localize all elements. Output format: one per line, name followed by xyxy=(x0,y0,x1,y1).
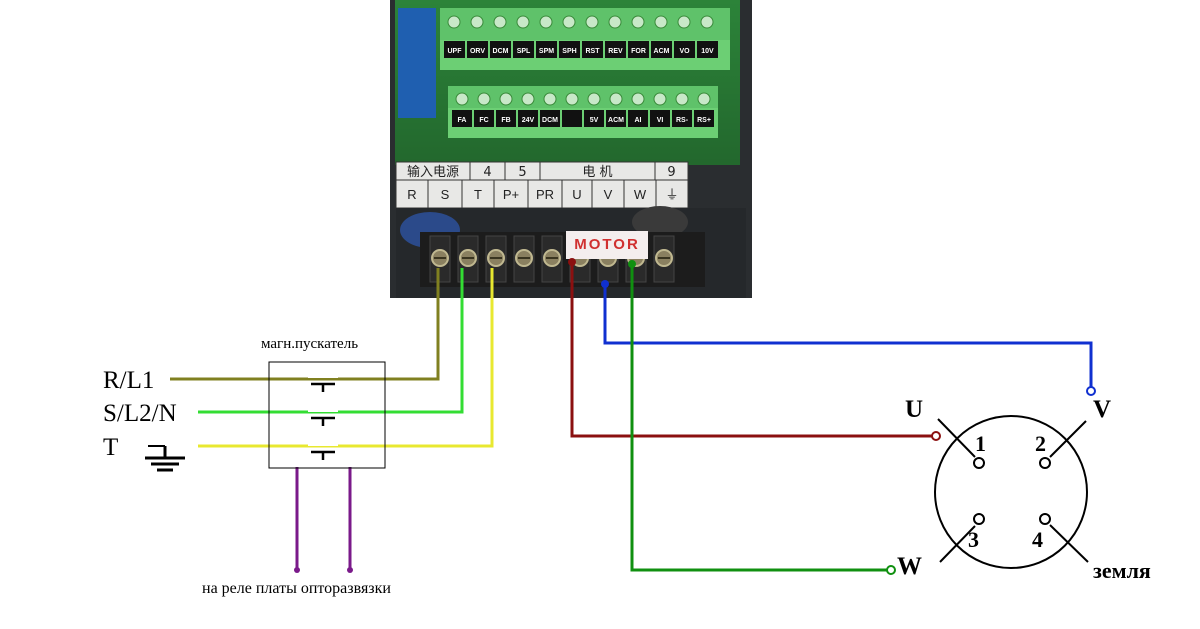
bottom-terminal-label: RS+ xyxy=(697,117,711,124)
bottom-terminal-label: 5V xyxy=(590,117,599,124)
pin-4: 4 xyxy=(1032,527,1043,552)
relay-note: на реле платы опторазвязки xyxy=(202,580,391,597)
bottom-terminal-label: FC xyxy=(479,117,488,124)
top-terminal-label: FOR xyxy=(631,48,646,55)
header-cell: 5 xyxy=(518,165,526,180)
bottom-terminal-label: FA xyxy=(458,117,467,124)
top-terminal-label: DCM xyxy=(493,48,509,55)
header-terminal: P+ xyxy=(503,187,519,202)
bottom-terminal-label: RS- xyxy=(676,117,689,124)
header-cell: 9 xyxy=(667,165,675,180)
top-terminal-label: 10V xyxy=(701,48,714,55)
phase-s-label: S/L2/N xyxy=(103,400,177,427)
pin-3: 3 xyxy=(968,527,979,552)
wire-s xyxy=(198,268,464,414)
header-terminal: PR xyxy=(536,187,554,202)
phase-r-label: R/L1 xyxy=(103,367,154,394)
motor-u-label: U xyxy=(905,396,923,423)
top-terminal-label: REV xyxy=(608,48,623,55)
motor-connector: 1 2 3 4 xyxy=(934,415,1089,569)
top-terminal-label: ORV xyxy=(470,48,485,55)
bottom-terminal-label: 24V xyxy=(522,117,535,124)
phase-t-label: T xyxy=(103,434,118,461)
bottom-terminal-label: VI xyxy=(657,117,664,124)
header-terminal: S xyxy=(441,187,450,202)
wire-r xyxy=(170,268,440,381)
header-terminal: T xyxy=(474,187,482,202)
contactor-label: магн.пускатель xyxy=(261,336,358,352)
motor-sticker xyxy=(566,231,648,259)
motor-v-label: V xyxy=(1093,396,1111,423)
motor-label: MOTOR xyxy=(574,236,640,253)
header-terminal: W xyxy=(634,187,647,202)
terminal-dots xyxy=(294,258,1096,575)
pin-2: 2 xyxy=(1035,431,1046,456)
wires xyxy=(170,262,1093,572)
top-terminal-label: ACM xyxy=(654,48,670,55)
header-cell: 输入电源 xyxy=(407,164,459,180)
ground-icon xyxy=(145,445,185,472)
top-terminal-label: SPL xyxy=(517,48,531,55)
ground-label: земля xyxy=(1093,558,1151,583)
header-terminal: ⏚ xyxy=(665,187,678,202)
bottom-terminal-label: AI xyxy=(635,117,642,124)
contactor-contact-icon xyxy=(311,382,335,460)
wire-w xyxy=(630,264,888,572)
header-cell: 电 机 xyxy=(582,165,612,180)
wire-v xyxy=(603,284,1093,388)
header-cell: 4 xyxy=(483,165,491,180)
wire-t xyxy=(198,268,494,448)
bottom-terminal-label: FB xyxy=(501,117,510,124)
top-terminal-label: VO xyxy=(679,48,690,55)
header-terminal: U xyxy=(572,187,581,202)
header-terminal: V xyxy=(604,187,613,202)
contactor: магн.пускатель xyxy=(261,336,386,469)
top-terminal-label: SPH xyxy=(562,48,576,55)
relay-component xyxy=(398,8,436,118)
header-terminal: R xyxy=(407,187,416,202)
bottom-terminal-label: ACM xyxy=(608,117,624,124)
top-terminal-label: RST xyxy=(586,48,601,55)
top-terminal-label: SPM xyxy=(539,48,554,55)
top-terminal-label: UPF xyxy=(448,48,463,55)
motor-w-label: W xyxy=(897,553,922,580)
bottom-terminal-label: DCM xyxy=(542,117,558,124)
wire-u xyxy=(570,262,933,438)
pin-1: 1 xyxy=(975,431,986,456)
